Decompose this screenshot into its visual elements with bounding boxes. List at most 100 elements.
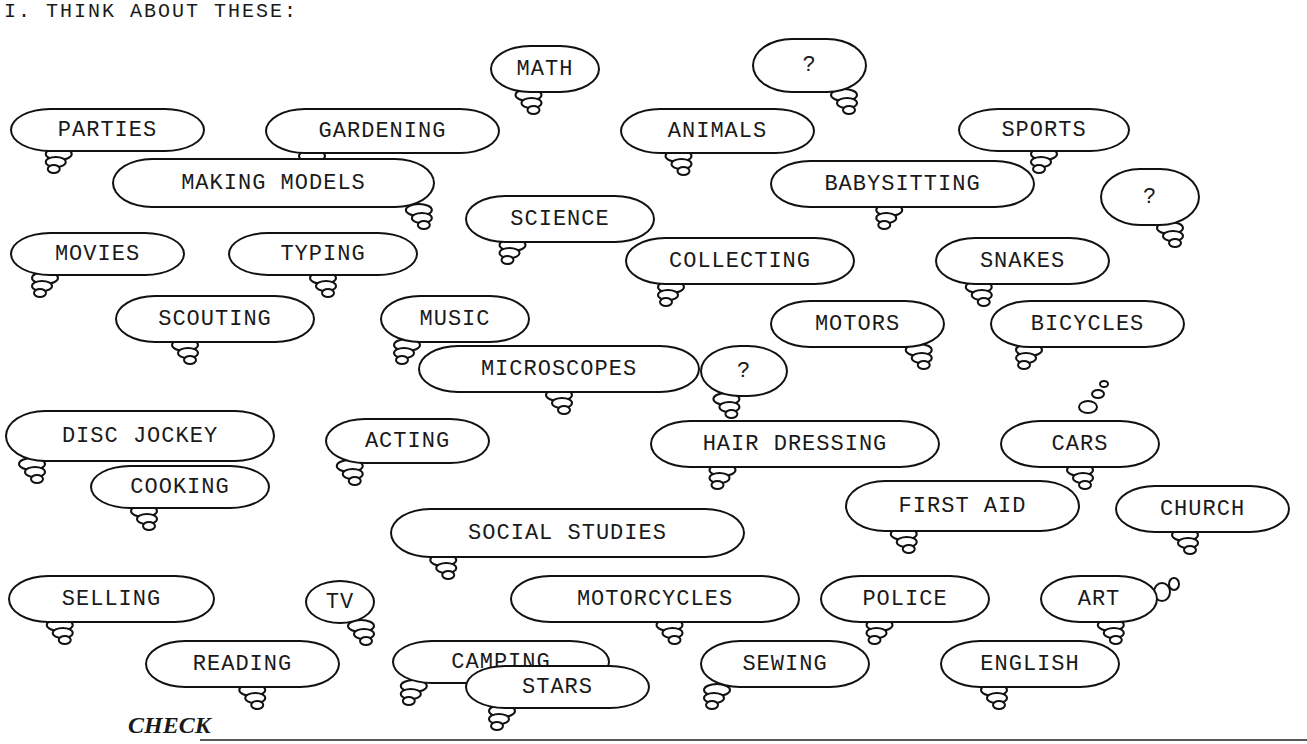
thought-dot	[1092, 390, 1104, 398]
bubble-text: ART	[1078, 587, 1121, 612]
bubble-text: MOTORS	[815, 312, 900, 337]
bubble-tail	[712, 481, 724, 489]
check-label: CHECK	[128, 712, 211, 739]
thought-bubble: PARTIES	[10, 108, 205, 152]
thought-bubble: COLLECTING	[625, 237, 855, 285]
bubble-text: SCIENCE	[510, 207, 609, 232]
bubble-tail	[528, 106, 540, 114]
bubble-tail	[1079, 481, 1091, 489]
bubble-text: SPORTS	[1001, 118, 1086, 143]
thought-bubble: ANIMALS	[620, 108, 815, 154]
thought-bubble: ?	[1100, 168, 1200, 226]
bubble-tail	[1110, 636, 1122, 644]
bubble-text: MICROSCOPES	[481, 357, 637, 382]
bubble-text: MATH	[517, 57, 574, 82]
bubble-tail	[491, 722, 503, 730]
bubble-tail	[59, 636, 71, 644]
thought-bubble: ART	[1040, 575, 1158, 623]
thought-bubble: SNAKES	[935, 237, 1110, 285]
bubble-text: READING	[193, 652, 292, 677]
thought-bubble: SOCIAL STUDIES	[390, 508, 745, 558]
bubble-text: COLLECTING	[669, 249, 811, 274]
rule-line	[200, 739, 1307, 741]
bubble-tail	[184, 356, 196, 364]
bubble-text: BICYCLES	[1031, 312, 1145, 337]
thought-bubble: POLICE	[820, 575, 990, 623]
bubble-text: MUSIC	[419, 307, 490, 332]
thought-bubble: FIRST AID	[845, 480, 1080, 532]
thought-bubble: SPORTS	[958, 108, 1130, 152]
bubble-tail	[34, 289, 46, 297]
bubble-text: ANIMALS	[668, 119, 767, 144]
bubble-text: MOVIES	[55, 242, 140, 267]
bubble-text: ACTING	[365, 429, 450, 454]
bubble-tail	[843, 106, 855, 114]
thought-bubble: BICYCLES	[990, 300, 1185, 348]
bubble-tail	[558, 406, 570, 414]
thought-dot	[1169, 578, 1179, 590]
bubble-text: HAIR DRESSING	[703, 432, 888, 457]
thought-bubble: MAKING MODELS	[112, 158, 435, 208]
thought-dot	[1100, 381, 1108, 387]
bubble-text: PARTIES	[58, 118, 157, 143]
thought-bubble: MOTORCYCLES	[510, 575, 800, 623]
thought-bubble: STARS	[465, 665, 650, 709]
bubble-text: SEWING	[742, 652, 827, 677]
thought-bubble: BABYSITTING	[770, 160, 1035, 208]
bubble-tail	[418, 221, 430, 229]
thought-bubble: MOVIES	[10, 232, 185, 276]
bubble-tail	[48, 165, 60, 173]
bubble-tail	[903, 545, 915, 553]
bubble-text: STARS	[522, 675, 593, 700]
bubble-text: MOTORCYCLES	[577, 587, 733, 612]
thought-bubble: COOKING	[90, 465, 270, 509]
bubble-text: GARDENING	[319, 119, 447, 144]
bubble-text: SNAKES	[980, 249, 1065, 274]
bubble-tail	[878, 221, 890, 229]
thought-bubble: SCIENCE	[465, 195, 655, 243]
thought-bubble: ENGLISH	[940, 640, 1120, 688]
bubble-text: DISC JOCKEY	[62, 424, 218, 449]
thought-bubble: CARS	[1000, 420, 1160, 468]
thought-bubble: SELLING	[8, 575, 215, 623]
thought-bubble: ACTING	[325, 418, 490, 464]
bubble-tail	[1184, 546, 1196, 554]
bubble-tail	[322, 289, 334, 297]
heading: I. THINK ABOUT THESE:	[4, 0, 298, 23]
bubble-text: CHURCH	[1160, 497, 1245, 522]
bubble-text: POLICE	[862, 587, 947, 612]
bubble-tail	[869, 636, 881, 644]
bubble-tail	[143, 522, 155, 530]
thought-bubble: TV	[305, 580, 375, 624]
bubble-tail	[978, 298, 990, 306]
thought-bubble: GARDENING	[265, 108, 500, 154]
thought-dot	[1079, 401, 1097, 413]
bubble-tail	[678, 167, 690, 175]
bubble-tail	[1169, 239, 1181, 247]
bubble-text: TYPING	[280, 242, 365, 267]
bubble-tail	[251, 701, 263, 709]
bubble-tail	[669, 636, 681, 644]
bubble-tail	[502, 256, 514, 264]
thought-bubble: MATH	[490, 45, 600, 93]
bubble-text: ?	[737, 359, 751, 384]
bubble-tail	[31, 475, 43, 483]
bubble-tail	[1018, 361, 1030, 369]
bubble-tail	[725, 410, 737, 418]
bubble-text: COOKING	[130, 475, 229, 500]
bubble-text: FIRST AID	[899, 494, 1027, 519]
bubble-tail	[1033, 165, 1045, 173]
bubble-text: TV	[326, 590, 354, 615]
bubble-text: SOCIAL STUDIES	[468, 521, 667, 546]
thought-bubble: DISC JOCKEY	[5, 410, 275, 462]
bubble-text: SCOUTING	[158, 307, 272, 332]
thought-bubble: READING	[145, 640, 340, 688]
bubble-text: SELLING	[62, 587, 161, 612]
thought-bubble: CHURCH	[1115, 485, 1290, 533]
bubble-tail	[349, 477, 361, 485]
bubble-tail	[918, 361, 930, 369]
bubble-tail	[396, 356, 408, 364]
thought-bubble: MOTORS	[770, 300, 945, 348]
thought-bubble: MICROSCOPES	[418, 345, 700, 393]
thought-bubble: ?	[700, 345, 788, 397]
